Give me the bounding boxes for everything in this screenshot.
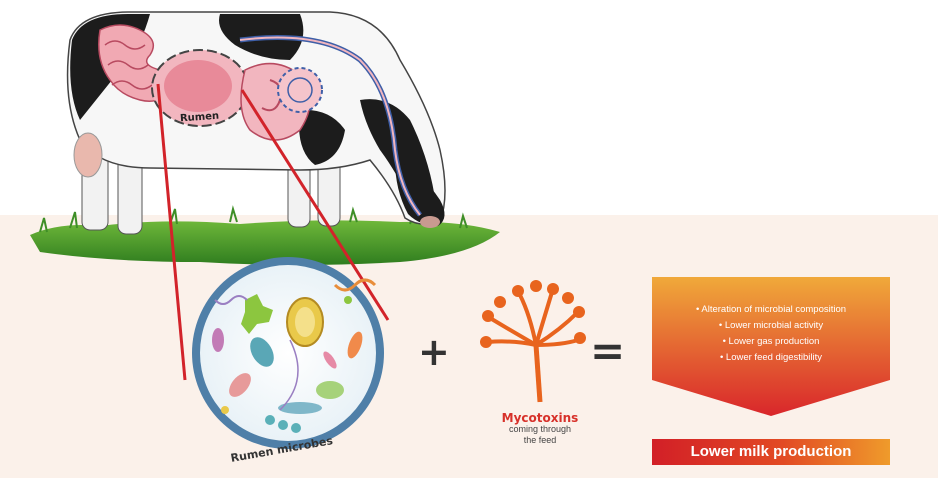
plus-sign: +	[418, 330, 450, 374]
mycotoxins-sub-line2: the feed	[480, 435, 600, 446]
mycotoxins-sub-line1: coming through	[480, 424, 600, 435]
result-banner: Lower milk production	[652, 439, 890, 465]
microbes-circle	[192, 257, 384, 449]
effect-item: • Lower gas production	[653, 334, 889, 350]
mycotoxin-mold-icon	[480, 280, 586, 402]
effect-item: • Alteration of microbial composition	[653, 302, 889, 318]
mycotoxins-caption: Mycotoxins coming through the feed	[480, 413, 600, 446]
effect-item: • Lower microbial activity	[653, 318, 889, 334]
effects-list: • Alteration of microbial composition • …	[653, 302, 889, 366]
mycotoxins-title: Mycotoxins	[480, 413, 600, 424]
effect-item: • Lower feed digestibility	[653, 350, 889, 366]
cow-illustration	[68, 12, 445, 234]
equals-sign: =	[590, 326, 625, 375]
